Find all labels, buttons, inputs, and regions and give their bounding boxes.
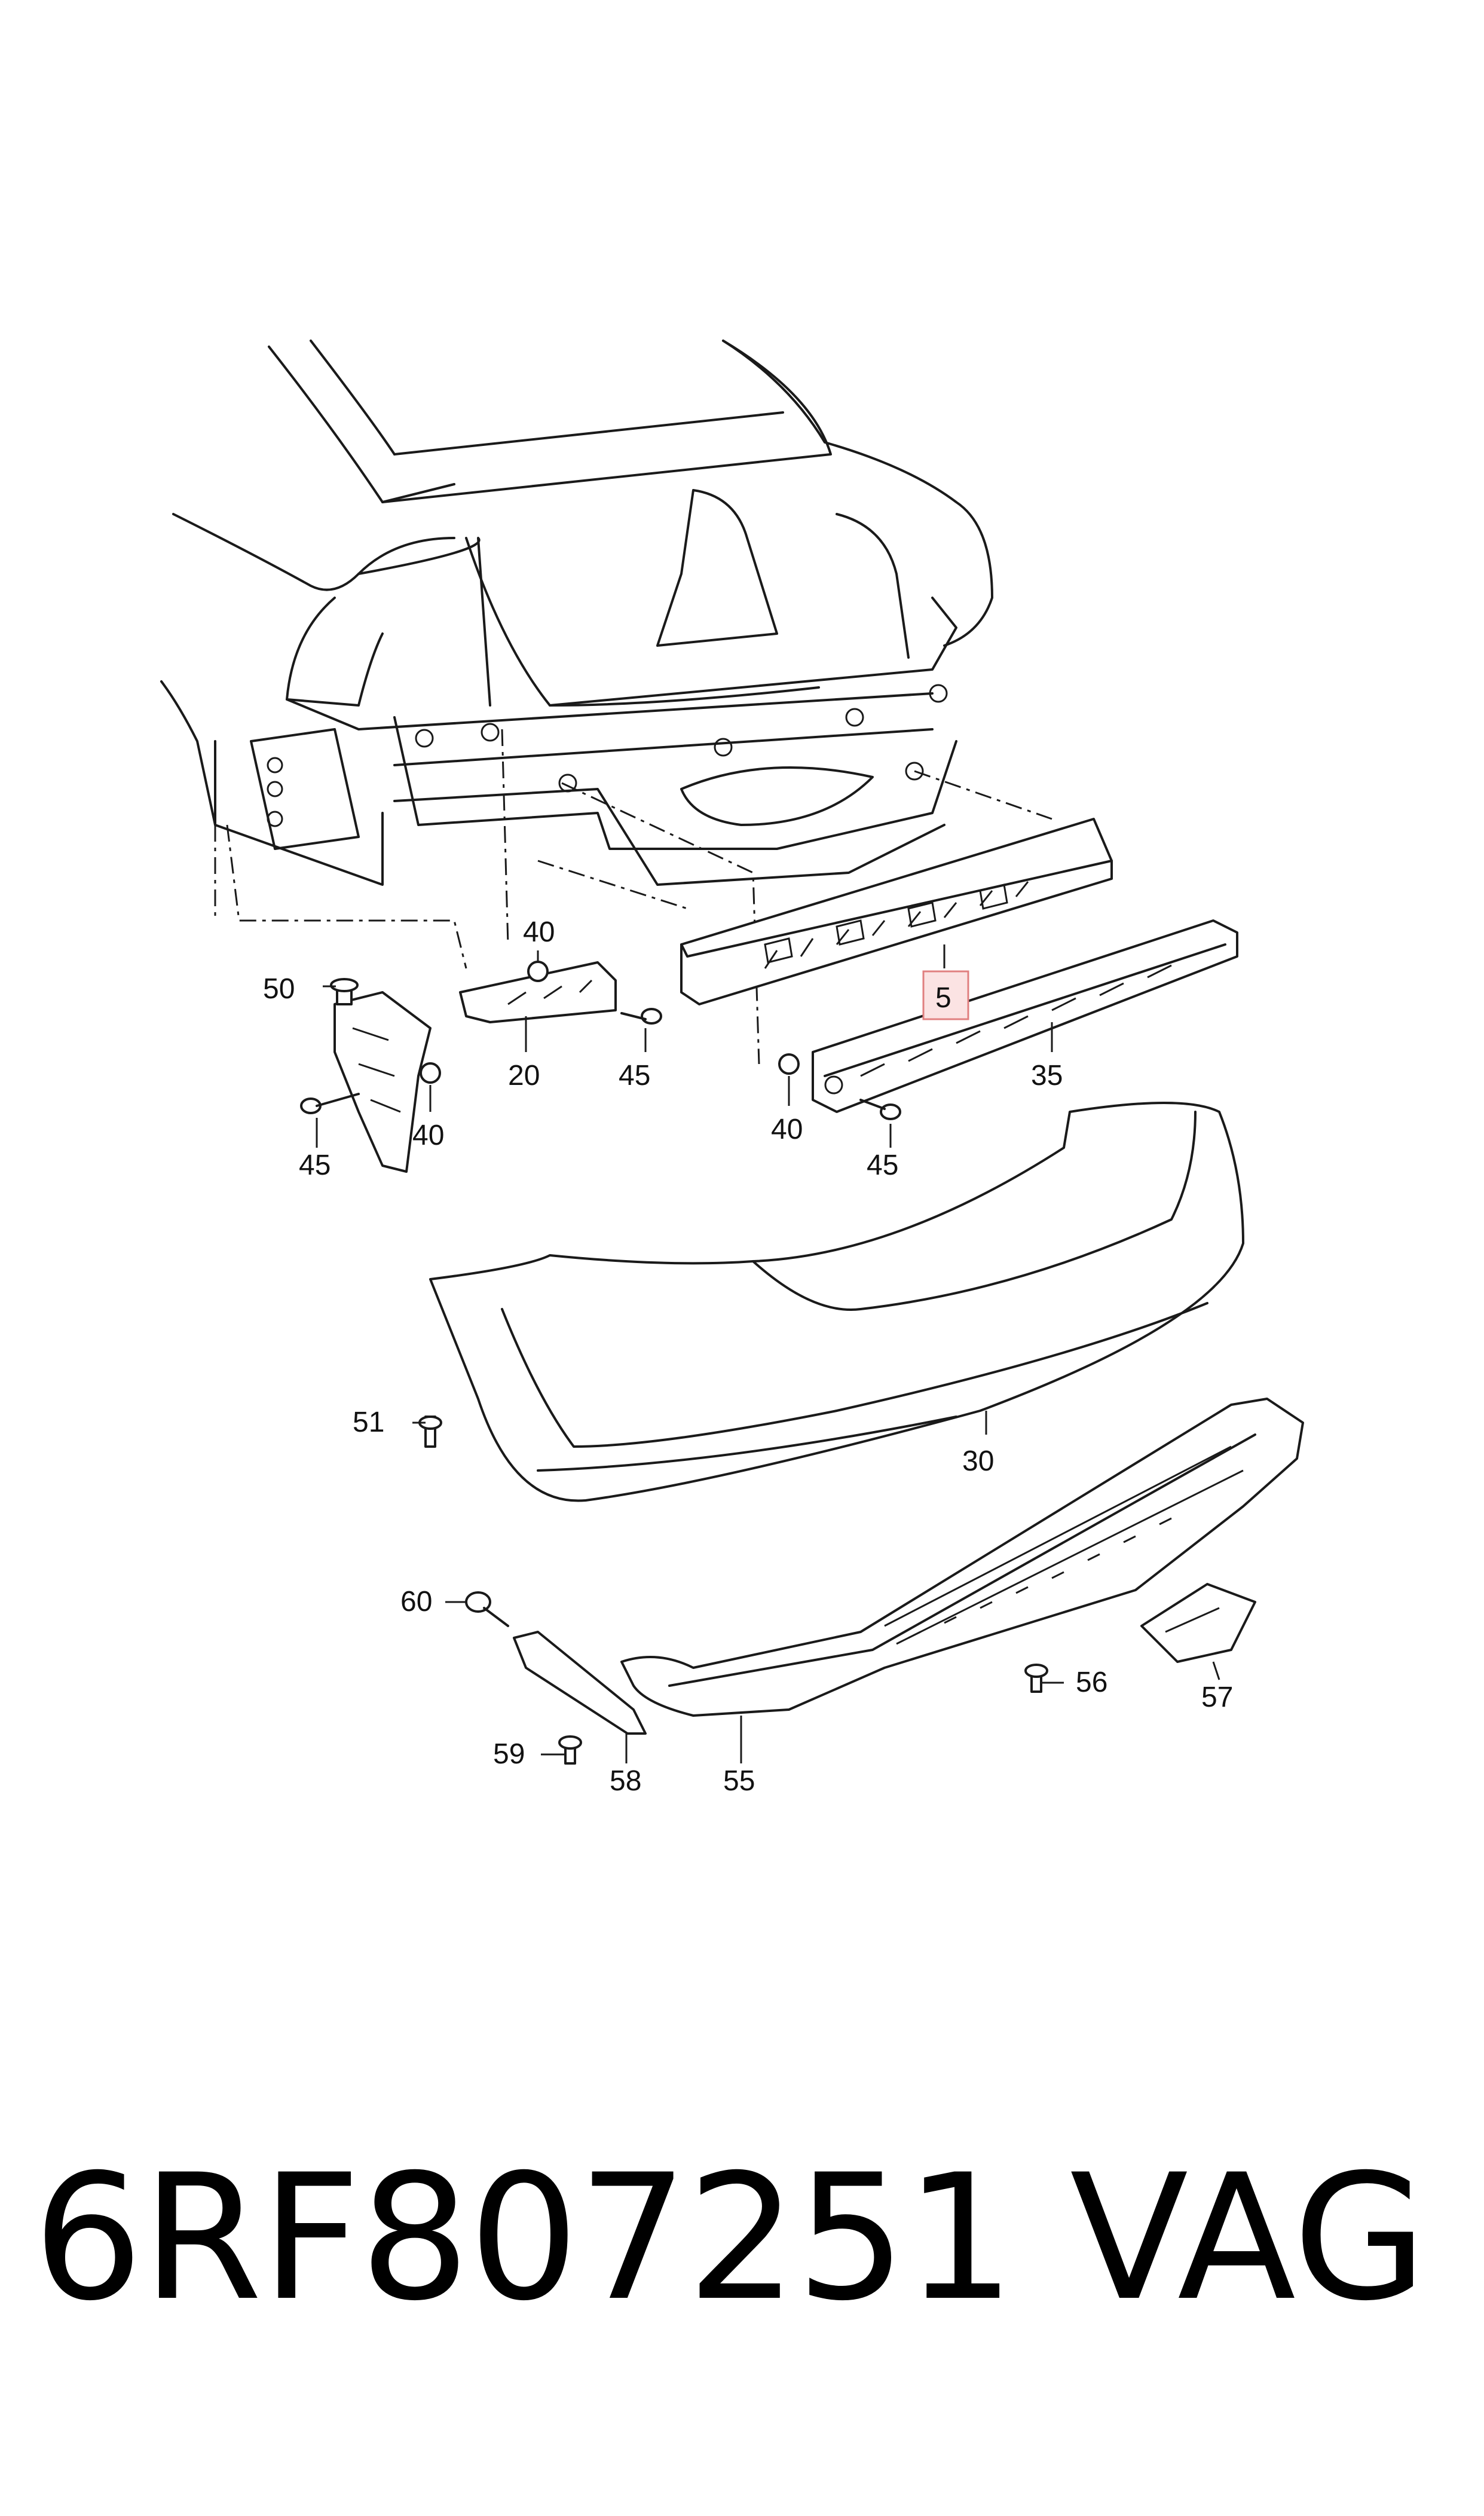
screw-45-left xyxy=(300,1093,360,1114)
callout-45-left[interactable]: 45 xyxy=(299,1150,331,1181)
callout-51[interactable]: 51 xyxy=(353,1407,384,1438)
nut-40-left xyxy=(527,961,549,982)
clip-50 xyxy=(330,978,359,1005)
callout-30[interactable]: 30 xyxy=(962,1445,994,1477)
leader-lines xyxy=(316,944,1220,1763)
callout-5[interactable]: 5 xyxy=(935,982,951,1014)
callout-60[interactable]: 60 xyxy=(400,1586,432,1618)
part-55-diffuser xyxy=(620,1398,1304,1717)
callout-45-right[interactable]: 45 xyxy=(867,1150,898,1181)
callout-57[interactable]: 57 xyxy=(1201,1682,1233,1713)
part-30-bumper-cover xyxy=(429,1102,1244,1502)
callout-20[interactable]: 20 xyxy=(508,1060,540,1092)
screw-45-right xyxy=(859,1099,901,1120)
part-20-side-guide xyxy=(333,961,617,1173)
highlight-box-part-5 xyxy=(922,970,969,1020)
part-5-energy-absorber xyxy=(680,818,1113,1005)
callout-50[interactable]: 50 xyxy=(263,973,295,1005)
screw-45-mid xyxy=(620,1008,662,1025)
exploded-parts-diagram: 5 20 30 35 40 40 40 45 45 45 50 51 55 56… xyxy=(160,340,1304,1797)
callout-58[interactable]: 58 xyxy=(610,1765,641,1797)
nut-40-right xyxy=(778,1053,800,1075)
callout-45-mid[interactable]: 45 xyxy=(619,1060,650,1092)
callout-labels: 5 20 30 35 40 40 40 45 45 45 50 51 55 56… xyxy=(263,916,1233,1797)
screw-51 xyxy=(418,1416,442,1448)
nut-40-mid xyxy=(420,1062,441,1084)
screw-60 xyxy=(465,1591,509,1627)
callout-40-right[interactable]: 40 xyxy=(771,1114,803,1145)
callout-55[interactable]: 55 xyxy=(723,1765,755,1797)
clip-56 xyxy=(1024,1664,1048,1693)
part-57-cover xyxy=(1140,1583,1256,1663)
callout-59[interactable]: 59 xyxy=(493,1738,525,1770)
callout-56[interactable]: 56 xyxy=(1076,1667,1107,1698)
part-number: 6RF807251 xyxy=(33,2138,1015,2339)
part-35-bumper-bracket xyxy=(812,919,1238,1113)
callout-40-top[interactable]: 40 xyxy=(523,916,555,948)
brand-label: VAG xyxy=(1070,2138,1427,2339)
callout-40-left[interactable]: 40 xyxy=(412,1120,444,1151)
car-body-rear xyxy=(160,340,993,886)
callout-35[interactable]: 35 xyxy=(1031,1060,1063,1092)
assembly-guide-lines xyxy=(214,729,1052,1065)
clip-59 xyxy=(558,1735,582,1765)
part-58-trim-strip xyxy=(513,1631,647,1735)
